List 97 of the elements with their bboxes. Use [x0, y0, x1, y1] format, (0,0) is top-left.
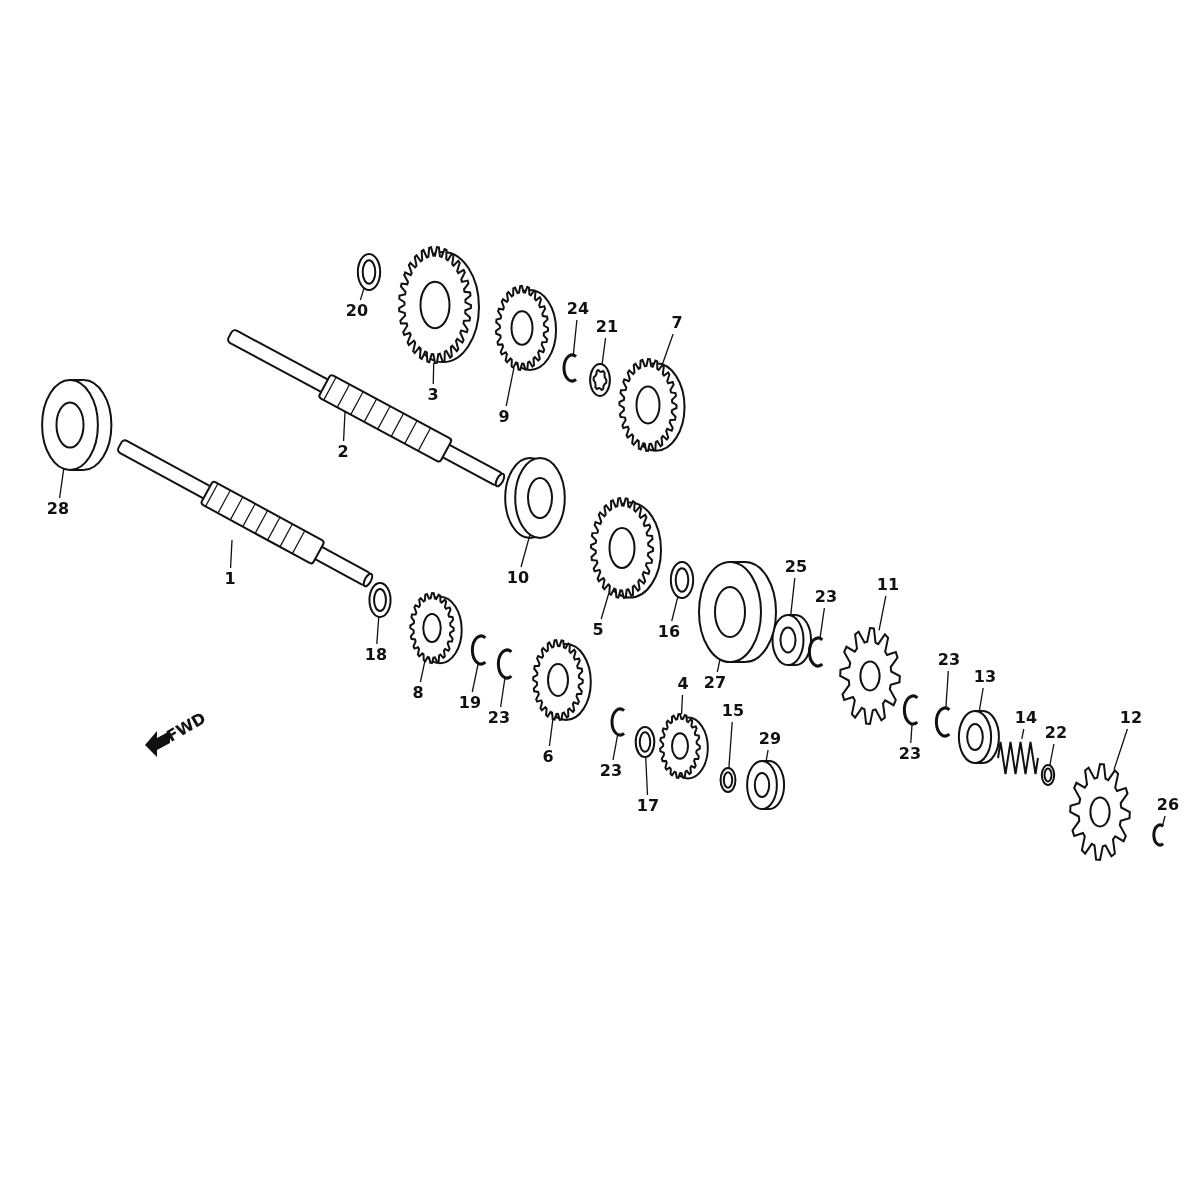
leader-line — [728, 721, 733, 769]
callout-number: 25 — [783, 558, 809, 576]
leader-line — [790, 577, 796, 617]
spring-drawing — [997, 741, 1039, 775]
washer-drawing — [719, 767, 737, 793]
circlip-drawing — [610, 707, 625, 737]
callout-number: 7 — [670, 314, 684, 332]
leader-line — [432, 362, 435, 385]
callout-number: 17 — [635, 797, 661, 815]
leader-line — [1021, 728, 1025, 740]
leader-line — [910, 723, 913, 744]
leader-line — [671, 596, 679, 622]
leader-line — [1113, 728, 1128, 771]
leader-line — [819, 607, 826, 639]
callout-number: 16 — [656, 623, 682, 641]
leader-line — [945, 670, 949, 709]
circlip-drawing — [470, 634, 487, 666]
leader-line — [572, 319, 578, 356]
gear-drawing — [659, 712, 709, 780]
washer-drawing — [1040, 764, 1056, 786]
callout-number: 15 — [720, 702, 746, 720]
leader-line — [878, 595, 887, 631]
splined-washer-drawing — [589, 363, 611, 397]
callout-number: 3 — [426, 386, 440, 404]
leader-line — [520, 533, 531, 568]
callout-number: 29 — [757, 730, 783, 748]
callout-number: 1 — [223, 570, 237, 588]
gear-drawing — [590, 496, 662, 600]
leader-line — [359, 287, 365, 301]
circlip-drawing — [562, 353, 577, 383]
gear-drawing — [532, 638, 592, 722]
leader-line — [612, 733, 619, 761]
callout-number: 23 — [486, 709, 512, 727]
sprocket-drawing — [1069, 762, 1131, 862]
leader-line — [500, 676, 506, 708]
callout-number: 10 — [505, 569, 531, 587]
callout-number: 18 — [363, 646, 389, 664]
washer-drawing — [356, 253, 382, 291]
callout-number: 14 — [1013, 709, 1039, 727]
callout-number: 28 — [45, 500, 71, 518]
callout-number: 24 — [565, 300, 591, 318]
sprocket-drawing — [839, 626, 901, 726]
callout-number: 23 — [897, 745, 923, 763]
bearing-drawing — [771, 614, 812, 666]
leader-line — [505, 367, 515, 407]
callout-number: 13 — [972, 668, 998, 686]
circlip-drawing — [496, 648, 513, 680]
callout-number: 9 — [497, 408, 511, 426]
collar-drawing — [957, 710, 1000, 764]
washer-drawing — [669, 561, 695, 599]
leader-line — [601, 337, 607, 365]
callout-number: 27 — [702, 674, 728, 692]
callout-number: 2 — [336, 443, 350, 461]
washer-drawing — [634, 726, 656, 758]
leader-line — [58, 468, 65, 499]
callout-number: 11 — [875, 576, 901, 594]
callout-number: 22 — [1043, 724, 1069, 742]
leader-line — [548, 718, 554, 747]
circlip-drawing — [902, 694, 919, 726]
leader-line — [680, 694, 684, 715]
leader-line — [716, 658, 721, 673]
callout-number: 19 — [457, 694, 483, 712]
callout-number: 6 — [541, 748, 555, 766]
gear-drawing — [494, 284, 558, 372]
leader-line — [600, 592, 610, 620]
callout-number: 23 — [598, 762, 624, 780]
washer-drawing — [368, 582, 392, 618]
leader-line — [419, 660, 426, 683]
leader-line — [471, 662, 479, 693]
callout-number: 4 — [676, 675, 690, 693]
ball-bearing-drawing — [698, 561, 777, 663]
callout-number: 5 — [591, 621, 605, 639]
ball-bearing-drawing — [41, 379, 113, 471]
leader-line — [645, 756, 649, 796]
callout-number: 12 — [1118, 709, 1144, 727]
gear-drawing — [618, 357, 686, 453]
leader-line — [1049, 743, 1055, 767]
gear-drawing — [409, 591, 463, 665]
callout-number: 23 — [936, 651, 962, 669]
leader-line — [376, 616, 380, 645]
leader-line — [342, 411, 346, 442]
circlip-drawing — [1152, 823, 1164, 847]
callout-number: 8 — [411, 684, 425, 702]
bearing-drawing — [746, 760, 786, 810]
circlip-drawing — [934, 706, 951, 738]
callout-number: 26 — [1155, 796, 1181, 814]
leader-line — [229, 539, 233, 569]
callout-number: 21 — [594, 318, 620, 336]
callout-number: 23 — [813, 588, 839, 606]
gear-drawing — [398, 246, 480, 365]
leader-line — [1161, 815, 1166, 827]
gear-drawing — [504, 457, 566, 539]
leader-line — [765, 749, 769, 763]
callout-number: 20 — [344, 302, 370, 320]
leader-line — [978, 687, 984, 713]
leader-line — [661, 333, 674, 366]
circlip-drawing — [807, 636, 824, 668]
